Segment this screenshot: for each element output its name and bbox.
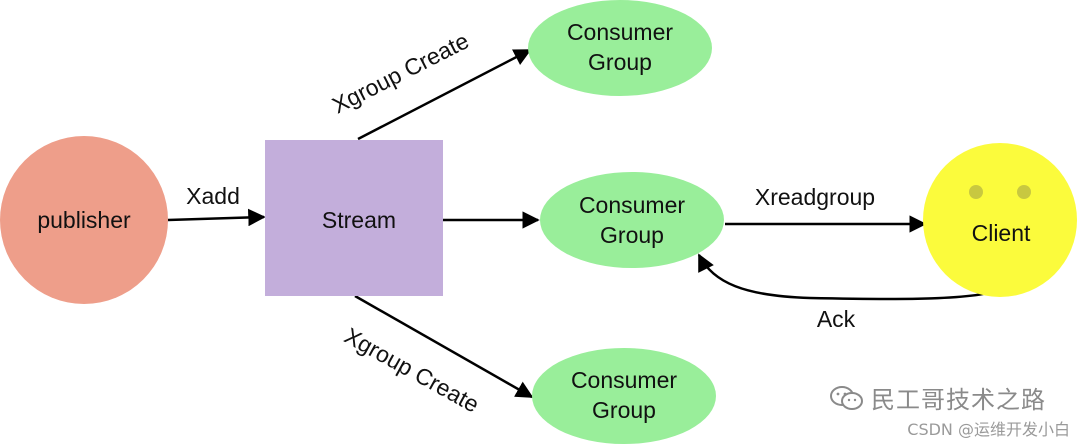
xreadgroup-label: Xreadgroup (755, 184, 875, 210)
edge-xadd (167, 208, 266, 227)
ack-label: Ack (817, 306, 856, 332)
watermark-brand-text: 民工哥技术之路 (871, 386, 1046, 414)
publisher-node (0, 136, 168, 304)
consumer-group-top-label-line1: Consumer (567, 19, 673, 45)
stream-label: Stream (322, 207, 396, 233)
consumer-group-bottom-label-line1: Consumer (571, 367, 677, 393)
edge-ack (697, 253, 1004, 301)
consumer-group-node-middle (540, 172, 724, 268)
stream-node (265, 140, 443, 296)
client-left-eye (969, 185, 983, 199)
xgroup-create-bottom-label: Xgroup Create (340, 322, 483, 417)
edge-xgroup-create-top (357, 48, 532, 141)
consumer-group-bottom-label-line2: Group (592, 397, 656, 423)
watermark-source: CSDN @运维开发小白 (907, 420, 1070, 439)
client-label: Client (972, 220, 1031, 246)
consumer-group-node-bottom (532, 348, 716, 444)
xgroup-create-top-label: Xgroup Create (328, 27, 473, 118)
publisher-label: publisher (37, 207, 131, 233)
client-right-eye (1017, 185, 1031, 199)
consumer-group-middle-label-line2: Group (600, 222, 664, 248)
watermark-brand: 民工哥技术之路 (829, 380, 1046, 415)
wechat-icon (830, 385, 863, 410)
consumer-group-top-label-line2: Group (588, 49, 652, 75)
consumer-group-node-top (528, 0, 712, 96)
client-node (923, 143, 1077, 297)
xadd-label: Xadd (186, 183, 240, 209)
edge-xgroup-create-bottom (354, 294, 534, 399)
consumer-group-middle-label-line1: Consumer (579, 192, 685, 218)
